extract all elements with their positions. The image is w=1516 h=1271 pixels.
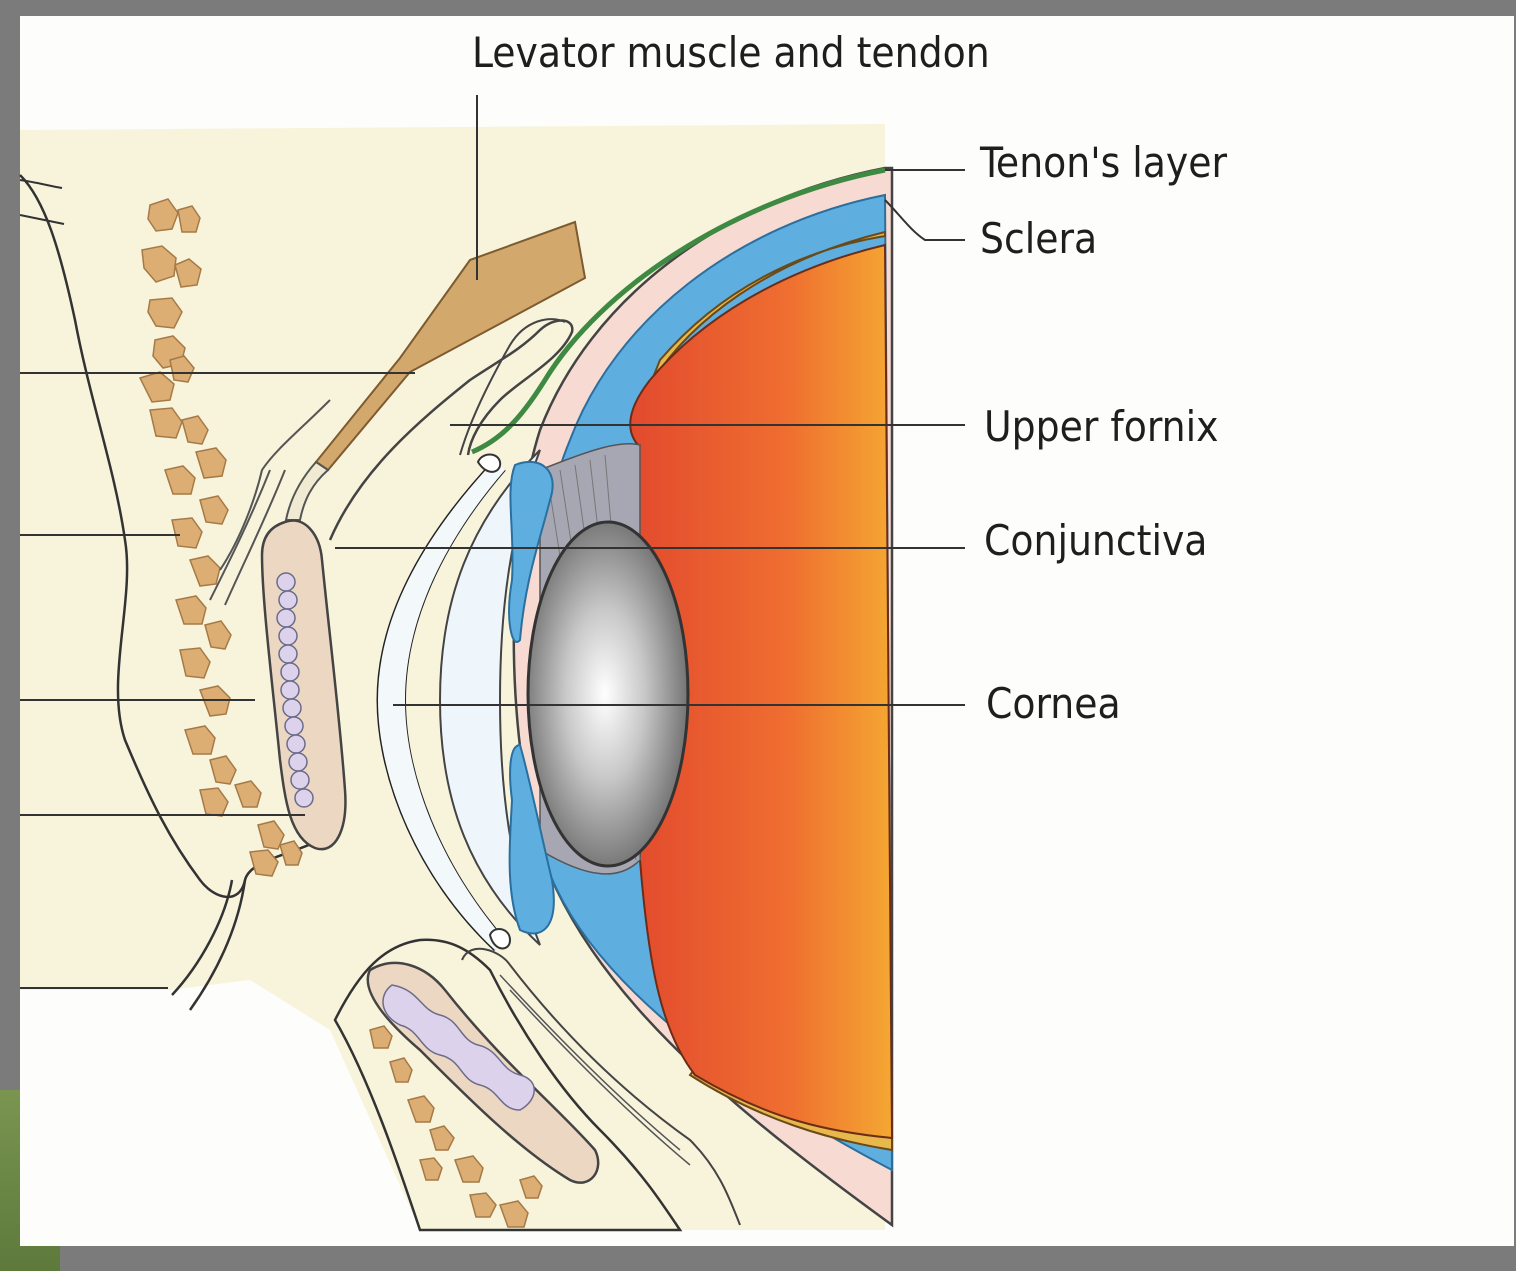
label-conjunctiva: Conjunctiva xyxy=(984,520,1207,562)
label-levator: Levator muscle and tendon xyxy=(472,32,990,74)
lens xyxy=(528,522,688,866)
label-sclera: Sclera xyxy=(980,218,1097,260)
label-tenons-layer: Tenon's layer xyxy=(980,142,1227,184)
label-upper-fornix: Upper fornix xyxy=(984,406,1218,448)
label-cornea: Cornea xyxy=(986,683,1121,725)
